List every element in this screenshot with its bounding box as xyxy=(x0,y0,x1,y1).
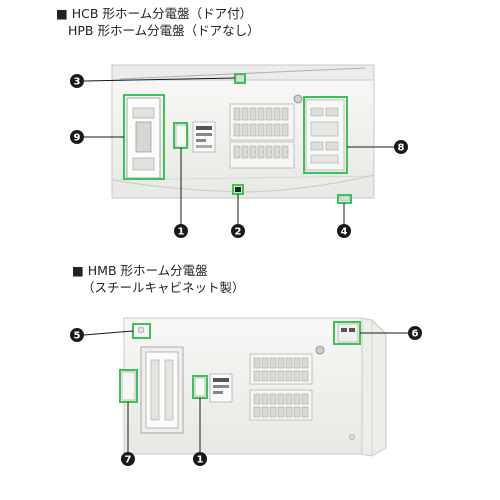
panel1-bottom-cover xyxy=(111,174,375,199)
svg-text:3: 3 xyxy=(74,77,81,88)
callout-6: 6 xyxy=(408,326,422,340)
panel2-screw-top xyxy=(137,326,145,334)
callout-1-bottom: 1 xyxy=(193,452,207,466)
callout-1-top: 1 xyxy=(174,224,188,238)
callout-3: 3 xyxy=(70,74,84,88)
svg-text:9: 9 xyxy=(74,133,81,144)
panel2-side-door xyxy=(359,317,387,457)
section1-title-line1: ■ HCB 形ホーム分電盤（ドア付） xyxy=(56,6,253,21)
panel1-bottom-clip xyxy=(339,195,351,202)
section2-title-line1: ■ HMB 形ホーム分電盤 xyxy=(72,263,208,278)
section2-title-line2: （スチールキャビネット製） xyxy=(82,280,245,295)
svg-text:8: 8 xyxy=(398,143,405,154)
svg-text:5: 5 xyxy=(74,331,81,342)
hmb-panel xyxy=(121,317,387,457)
svg-text:1: 1 xyxy=(178,227,185,238)
highlight-8 xyxy=(303,96,348,174)
panel1-knob xyxy=(293,94,303,104)
callout-8: 8 xyxy=(394,140,408,154)
callout-9: 9 xyxy=(70,130,84,144)
section1-title-line2: HPB 形ホーム分電盤（ドアなし） xyxy=(68,23,260,38)
panel2-side-module xyxy=(121,371,136,401)
hcb-panel xyxy=(111,64,375,202)
callout-4: 4 xyxy=(337,224,351,238)
svg-text:1: 1 xyxy=(197,455,204,466)
panel2-screw-bottom xyxy=(349,434,355,440)
svg-text:4: 4 xyxy=(341,227,348,238)
panel1-leader-lines xyxy=(83,77,396,226)
panel1-top-clip xyxy=(235,74,246,83)
callout-5: 5 xyxy=(70,328,84,342)
panel1-branch-breakers xyxy=(229,103,295,169)
panel2-knob xyxy=(315,345,325,355)
svg-text:7: 7 xyxy=(125,455,132,466)
callout-7: 7 xyxy=(121,452,135,466)
panel2-leader-lines xyxy=(83,330,408,454)
svg-text:6: 6 xyxy=(412,329,419,340)
svg-text:2: 2 xyxy=(235,227,242,238)
callout-2: 2 xyxy=(231,224,245,238)
panel2-branch-breakers xyxy=(249,353,313,421)
panel1-latch xyxy=(235,187,241,192)
panel2-top-right-module xyxy=(337,323,359,343)
panel2-small-module xyxy=(194,377,206,397)
